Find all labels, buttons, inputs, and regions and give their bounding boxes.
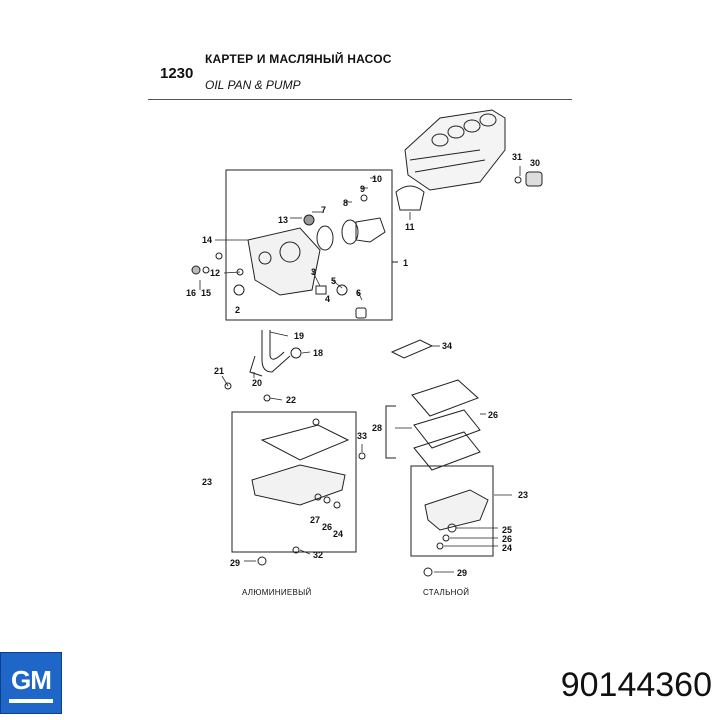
section-title-ru: КАРТЕР И МАСЛЯНЫЙ НАСОС (205, 52, 392, 66)
callout-24-aluminum: 24 (333, 529, 343, 539)
callout-5: 5 (331, 276, 336, 286)
callout-28: 28 (372, 423, 382, 433)
header-divider (148, 99, 572, 100)
callout-2: 2 (235, 305, 240, 315)
callout-7: 7 (321, 205, 326, 215)
callout-32: 32 (313, 550, 323, 560)
callout-labels: 1 2 3 4 5 6 7 8 9 10 11 12 13 14 15 16 1… (186, 152, 540, 578)
gm-logo-underline (9, 699, 53, 703)
steel-oil-pan-box (410, 465, 494, 557)
callout-23-steel: 23 (518, 490, 528, 500)
callout-6: 6 (356, 288, 361, 298)
steel-oil-pan (424, 489, 489, 550)
callout-26-gasket: 26 (488, 410, 498, 420)
callout-26-steel: 26 (502, 534, 512, 544)
callout-4: 4 (325, 294, 330, 304)
sealant-tube (390, 339, 434, 359)
callout-29-steel: 29 (457, 568, 467, 578)
engine-block (404, 109, 506, 191)
callout-25: 25 (502, 525, 512, 535)
gm-logo-text: GM (11, 665, 52, 695)
callout-9: 9 (360, 184, 365, 194)
callout-30: 30 (530, 158, 540, 168)
callout-31: 31 (512, 152, 522, 162)
callout-18: 18 (313, 348, 323, 358)
caption-aluminum: АЛЮМИНИЕВЫЙ (242, 588, 312, 597)
rear-seal-carrier (395, 185, 425, 211)
part-number: 90144360 (560, 666, 712, 704)
callout-21: 21 (214, 366, 224, 376)
callout-29-aluminum: 29 (230, 558, 240, 568)
callout-26-aluminum: 26 (322, 522, 332, 532)
callout-23-aluminum: 23 (202, 477, 212, 487)
callout-1: 1 (403, 258, 408, 268)
callout-24-steel: 24 (502, 543, 512, 553)
callout-12: 12 (210, 268, 220, 278)
callout-22: 22 (286, 395, 296, 405)
callout-34: 34 (442, 341, 452, 351)
caption-steel: СТАЛЬНОЙ (423, 588, 470, 597)
callout-3: 3 (311, 267, 316, 277)
callout-27: 27 (310, 515, 320, 525)
callout-13: 13 (278, 215, 288, 225)
callout-20: 20 (252, 378, 262, 388)
section-title-en: OIL PAN & PUMP (205, 78, 301, 92)
callout-8: 8 (343, 198, 348, 208)
aluminum-oil-pan (251, 418, 350, 554)
callout-33: 33 (357, 431, 367, 441)
leader-lines (199, 166, 521, 573)
callout-14: 14 (202, 235, 212, 245)
oil-pump-box (225, 169, 393, 321)
callout-16: 16 (186, 288, 196, 298)
callout-10: 10 (372, 174, 382, 184)
oil-pressure-switch (514, 171, 543, 187)
oil-pickup-tube (224, 330, 302, 402)
section-number: 1230 (160, 65, 194, 82)
oil-pump-assembly (191, 194, 386, 319)
oil-pan-gaskets (385, 379, 481, 471)
callout-15: 15 (201, 288, 211, 298)
callout-19: 19 (294, 331, 304, 341)
callout-11: 11 (405, 222, 415, 232)
gm-logo: GM (0, 652, 62, 714)
